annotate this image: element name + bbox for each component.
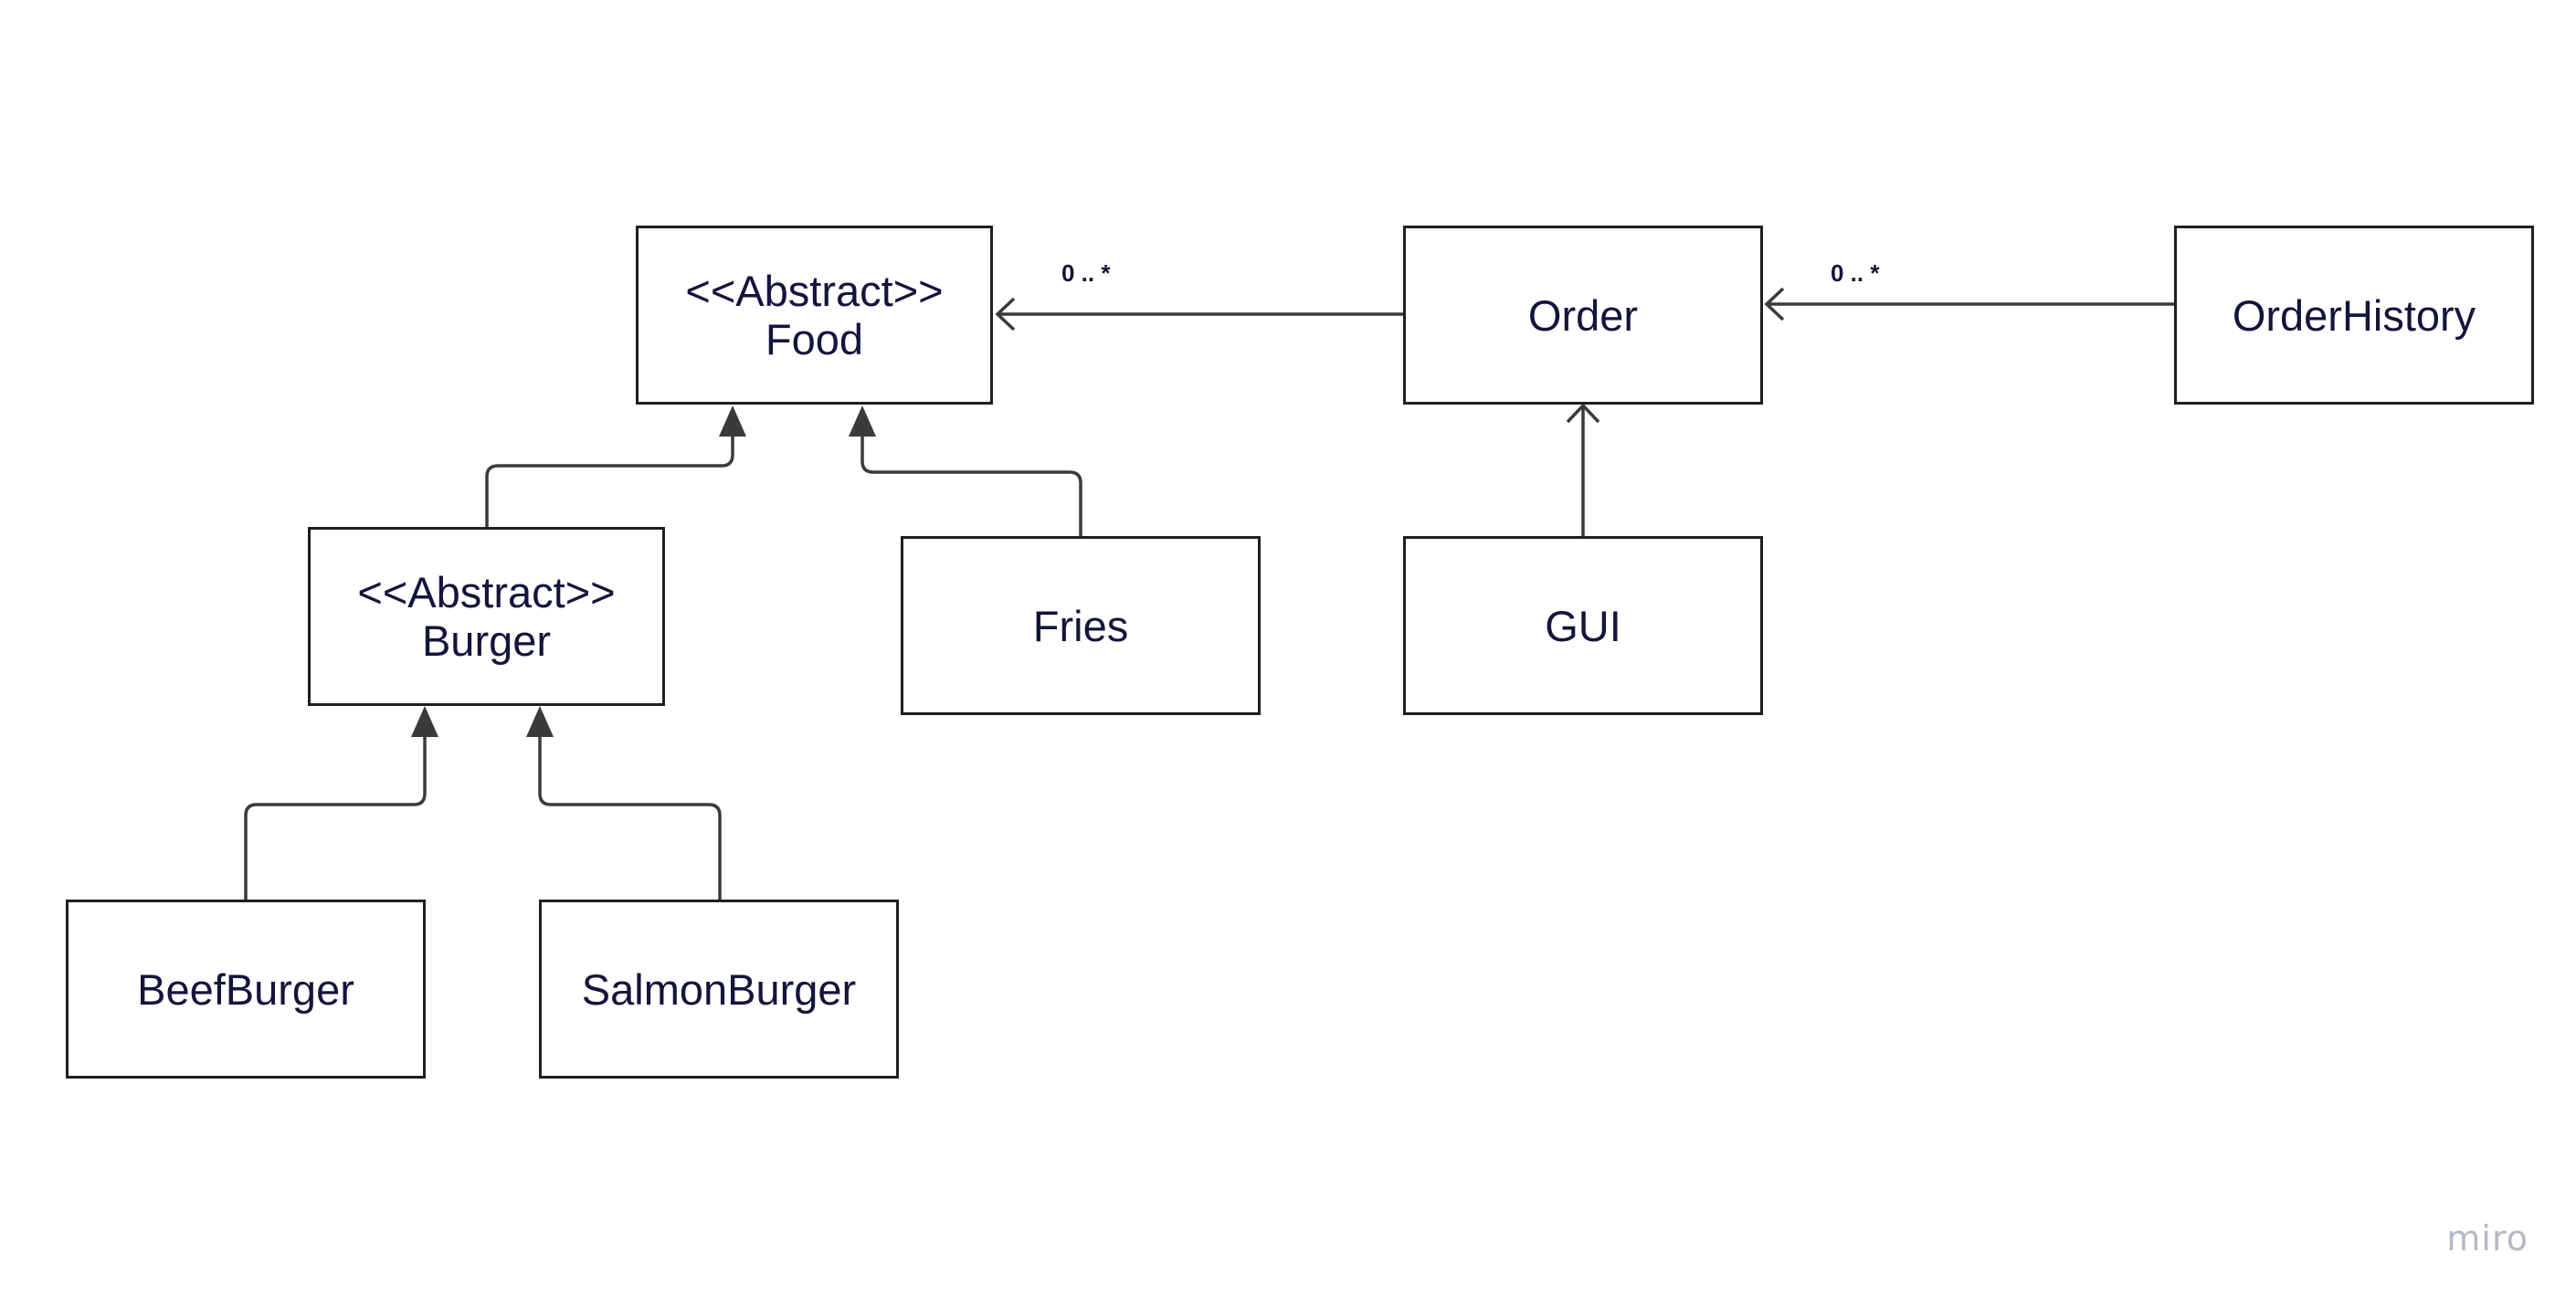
salmonburger-to-burger-inheritance xyxy=(526,706,722,900)
inheritance-arrowhead xyxy=(719,405,746,437)
class-food[interactable]: <<Abstract>> Food xyxy=(636,226,993,405)
open-arrowhead xyxy=(995,297,1016,332)
class-name: Fries xyxy=(1032,601,1129,650)
open-arrowhead xyxy=(1764,287,1785,321)
class-name: GUI xyxy=(1545,601,1621,650)
class-stereotype: <<Abstract>> xyxy=(685,267,944,315)
open-arrowhead xyxy=(1566,403,1600,424)
multiplicity-label-order-food: 0 .. * xyxy=(1061,259,1111,287)
beefburger-to-burger-inheritance xyxy=(244,706,438,900)
order-to-food-association xyxy=(995,297,1403,332)
class-name: Food xyxy=(765,315,864,363)
class-name: OrderHistory xyxy=(2232,290,2476,340)
inheritance-arrowhead xyxy=(849,405,876,437)
class-name: Burger xyxy=(421,616,552,665)
miro-watermark: miro xyxy=(2446,1218,2528,1258)
multiplicity-label-history-order: 0 .. * xyxy=(1831,259,1880,287)
burger-to-food-inheritance xyxy=(485,405,746,528)
inheritance-line xyxy=(538,737,722,900)
class-name: SalmonBurger xyxy=(581,964,857,1014)
inheritance-line xyxy=(860,437,1082,536)
class-fries[interactable]: Fries xyxy=(901,536,1261,715)
class-salmonburger[interactable]: SalmonBurger xyxy=(539,900,899,1079)
inheritance-arrowhead xyxy=(526,706,554,737)
class-name: Order xyxy=(1527,290,1639,340)
class-order[interactable]: Order xyxy=(1403,226,1763,405)
class-burger[interactable]: <<Abstract>> Burger xyxy=(308,527,665,706)
inheritance-arrowhead xyxy=(411,706,438,737)
class-beefburger[interactable]: BeefBurger xyxy=(66,900,426,1079)
gui-to-order-association xyxy=(1566,403,1600,536)
fries-to-food-inheritance xyxy=(849,405,1082,536)
class-stereotype: <<Abstract>> xyxy=(357,568,616,616)
inheritance-line xyxy=(485,437,734,528)
orderhistory-to-order-association xyxy=(1764,287,2174,321)
class-name: BeefBurger xyxy=(137,964,354,1014)
class-orderhistory[interactable]: OrderHistory xyxy=(2174,226,2534,405)
inheritance-line xyxy=(244,737,427,900)
class-gui[interactable]: GUI xyxy=(1403,536,1763,715)
